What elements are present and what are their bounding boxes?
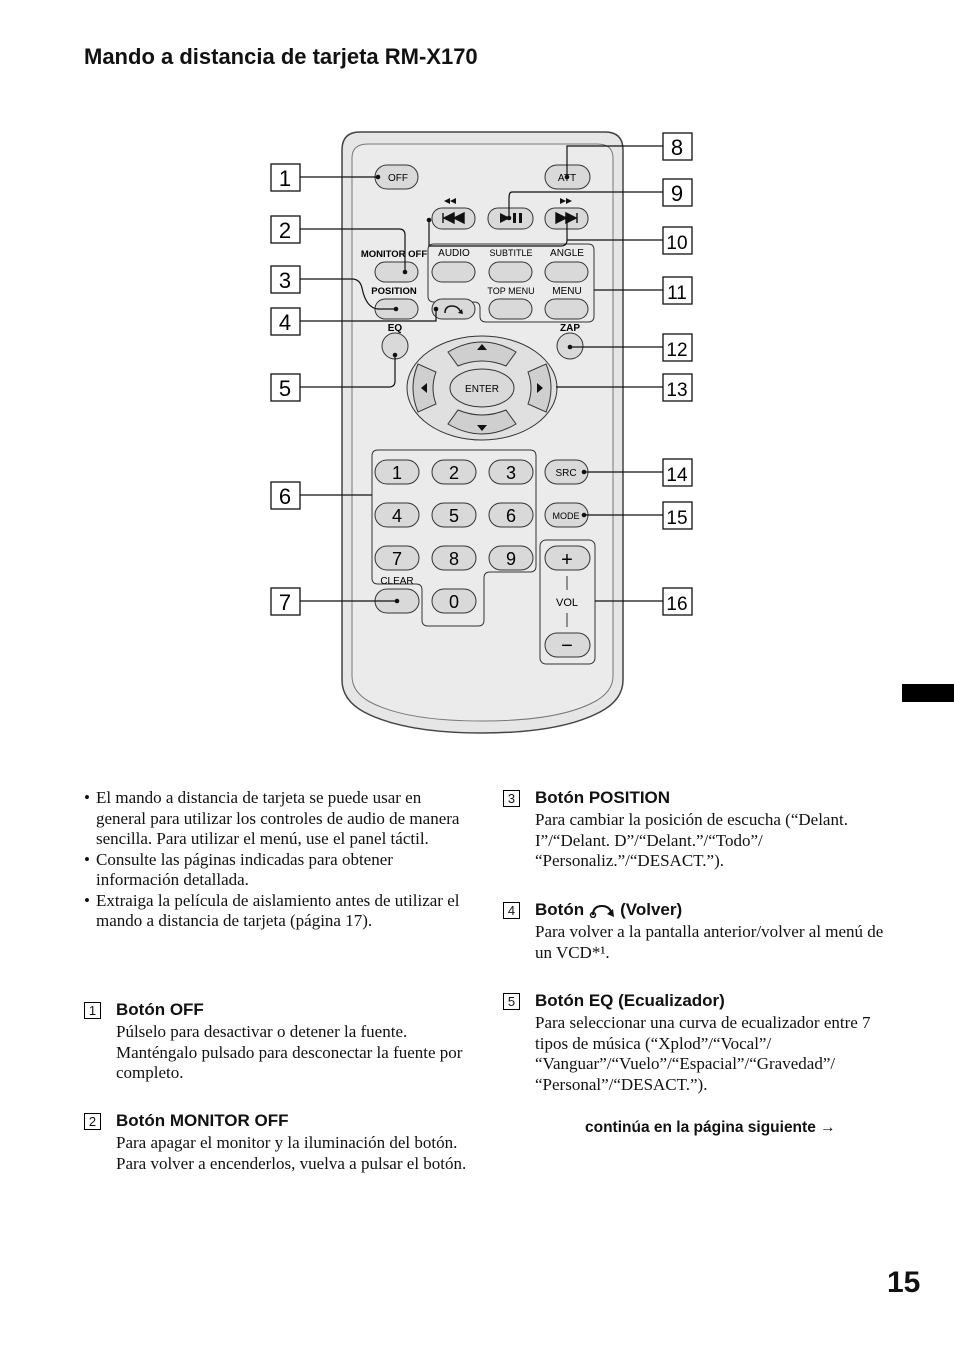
svg-text:VOL: VOL (556, 597, 578, 609)
monitor-off-button (374, 261, 419, 283)
svg-text:9: 9 (671, 181, 683, 206)
angle-button (544, 261, 589, 283)
svg-text:14: 14 (666, 465, 688, 486)
item-title: Botón POSITION (535, 788, 671, 807)
bullet-item: Consulte las páginas indicadas para obte… (84, 850, 469, 891)
item-text: Para seleccionar una curva de ecualizado… (535, 1013, 871, 1095)
keypad: 1 2 3 4 5 6 7 8 9 0 (374, 459, 534, 614)
svg-text:9: 9 (506, 549, 516, 569)
svg-text:10: 10 (666, 233, 687, 254)
svg-text:SRC: SRC (555, 468, 576, 479)
svg-text:1: 1 (279, 166, 291, 191)
audio-button (431, 261, 476, 283)
item-monitor-off: 2 Botón MONITOR OFF Para apagar el monito… (84, 1110, 474, 1174)
svg-text:5: 5 (449, 506, 459, 526)
svg-text:CLEAR: CLEAR (380, 576, 413, 587)
intro-bullets: El mando a distancia de tarjeta se puede… (84, 788, 469, 932)
svg-text:15: 15 (666, 508, 687, 529)
item-number: 2 (84, 1112, 101, 1130)
monitor-off-label: MONITOR OFF (361, 249, 428, 260)
item-number: 4 (503, 901, 520, 919)
bullet-item: Extraiga la película de aislamiento ante… (84, 891, 469, 932)
item-position: 3 Botón POSITION Para cambiar la posición… (503, 787, 893, 872)
section-tab-marker (902, 684, 954, 702)
svg-text:8: 8 (449, 549, 459, 569)
volume-control: + − VOL (539, 539, 596, 665)
item-off: 1 Botón OFF Púlselo para desactivar o det… (84, 999, 474, 1084)
item-title: Botón OFF (116, 1000, 204, 1019)
svg-text:8: 8 (671, 135, 683, 160)
prev-button (431, 198, 476, 230)
svg-text:12: 12 (666, 340, 687, 361)
svg-text:2: 2 (449, 463, 459, 483)
svg-text:OFF: OFF (388, 173, 408, 184)
svg-text:11: 11 (667, 283, 687, 304)
svg-text:4: 4 (279, 310, 291, 335)
item-title: Botón (535, 900, 585, 919)
remote-diagram: OFF ATT MONITOR OFF AUDIO SUBTITLE ANGLE… (270, 131, 693, 734)
bullet-item: El mando a distancia de tarjeta se puede… (84, 788, 469, 850)
svg-text:3: 3 (506, 463, 516, 483)
item-text: Para volver a la pantalla anterior/volve… (535, 922, 884, 962)
svg-text:TOP MENU: TOP MENU (487, 286, 534, 296)
item-title-suffix: (Volver) (620, 900, 683, 919)
top-menu-button (488, 298, 533, 320)
svg-text:AUDIO: AUDIO (438, 248, 470, 259)
page-number: 15 (887, 1266, 921, 1299)
svg-text:6: 6 (506, 506, 516, 526)
item-text: Púlselo para desactivar o detener la fue… (116, 1022, 463, 1083)
svg-text:MENU: MENU (552, 286, 581, 297)
svg-text:16: 16 (666, 594, 687, 615)
item-text: Para cambiar la posición de escucha (“De… (535, 810, 848, 871)
svg-text:7: 7 (279, 590, 291, 615)
svg-text:POSITION: POSITION (371, 286, 417, 297)
svg-text:EQ: EQ (388, 323, 403, 334)
callout-labels: 1 2 3 4 5 6 7 8 9 10 11 12 13 14 15 16 (270, 132, 693, 616)
subtitle-button (488, 261, 533, 283)
item-number: 5 (503, 992, 520, 1010)
item-number: 3 (503, 789, 520, 807)
svg-text:1: 1 (392, 463, 402, 483)
svg-text:+: + (561, 549, 573, 571)
menu-button (544, 298, 589, 320)
off-button: OFF (374, 164, 419, 190)
svg-text:0: 0 (449, 592, 459, 612)
continues-next-page: continúa en la página siguiente → (585, 1119, 836, 1136)
svg-text:5: 5 (279, 376, 291, 401)
svg-text:SUBTITLE: SUBTITLE (489, 248, 532, 258)
directional-pad: ENTER (406, 335, 558, 441)
src-button: SRC (544, 459, 589, 485)
item-title: Botón MONITOR OFF (116, 1111, 289, 1130)
svg-text:ENTER: ENTER (465, 384, 499, 395)
return-icon (589, 904, 615, 918)
page-title: Mando a distancia de tarjeta RM-X170 (84, 44, 478, 69)
item-eq: 5 Botón EQ (Ecualizador) Para seleccionar… (503, 990, 893, 1096)
svg-text:3: 3 (279, 268, 291, 293)
svg-text:ANGLE: ANGLE (550, 248, 584, 259)
svg-text:7: 7 (392, 549, 402, 569)
enter-button (449, 368, 515, 408)
mode-button: MODE (544, 502, 589, 528)
svg-text:2: 2 (279, 218, 291, 243)
svg-text:13: 13 (666, 380, 687, 401)
item-text: Para apagar el monitor y la iluminación … (116, 1133, 467, 1173)
svg-text:6: 6 (279, 484, 291, 509)
svg-text:MODE: MODE (553, 511, 580, 521)
item-number: 1 (84, 1001, 101, 1019)
svg-text:−: − (561, 635, 573, 657)
svg-text:ZAP: ZAP (560, 323, 580, 334)
svg-text:4: 4 (392, 506, 402, 526)
item-return: 4 Botón (Volver) Para volver a la pantall… (503, 899, 893, 963)
item-title: Botón EQ (Ecualizador) (535, 991, 725, 1010)
return-button (431, 298, 476, 320)
